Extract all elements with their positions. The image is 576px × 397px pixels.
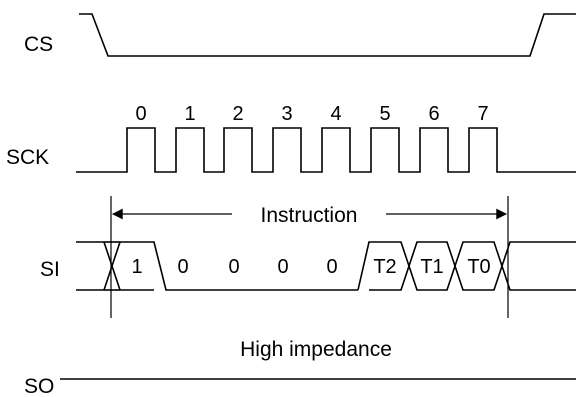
si-waveform [76, 241, 576, 291]
clock-number: 0 [135, 103, 146, 125]
high-impedance-label: High impedance [240, 338, 392, 361]
si-label: SI [40, 258, 60, 281]
clock-number: 7 [477, 103, 488, 125]
clock-number: 2 [232, 103, 243, 125]
cs-waveform [79, 13, 576, 57]
si-bit: 1 [131, 256, 142, 278]
so-label: SO [24, 375, 54, 397]
clock-numbers: 0 1 2 3 4 5 6 7 [135, 103, 488, 125]
clock-number: 4 [330, 103, 341, 125]
sck-label: SCK [6, 146, 49, 169]
si-bit: 0 [228, 256, 239, 278]
si-bit: 0 [177, 256, 188, 278]
clock-number: 1 [184, 103, 195, 125]
sck-waveform [76, 127, 576, 173]
instruction-label: Instruction [261, 204, 358, 227]
clock-number: 5 [379, 103, 390, 125]
si-bit: T0 [467, 256, 490, 278]
si-bit: T2 [373, 256, 396, 278]
cs-label: CS [24, 33, 53, 56]
si-bit: 0 [277, 256, 288, 278]
si-bit: 0 [326, 256, 337, 278]
clock-number: 6 [428, 103, 439, 125]
si-bit: T1 [420, 256, 443, 278]
clock-number: 3 [281, 103, 292, 125]
